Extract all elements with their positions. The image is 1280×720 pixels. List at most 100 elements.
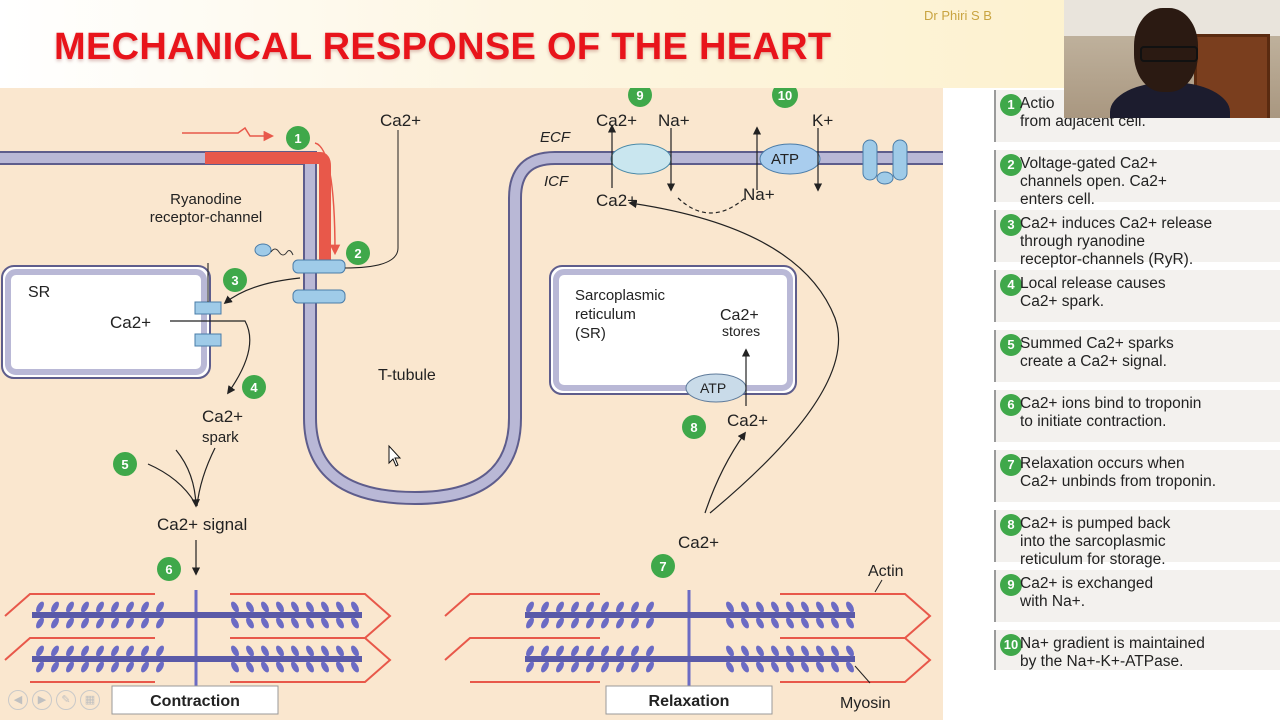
step-text: Local release causes Ca2+ spark. (1020, 275, 1166, 310)
myosin-head (586, 601, 594, 613)
myosin-head (541, 645, 549, 657)
myosin-head (816, 645, 824, 657)
myosin-head (541, 601, 549, 613)
myosin-head (726, 661, 734, 673)
myosin-head (846, 617, 854, 629)
myosin-head (231, 601, 239, 613)
myosin-head (351, 601, 359, 613)
myosin-head (631, 617, 639, 629)
myosin-head (261, 601, 269, 613)
slides-grid-icon[interactable]: ▦ (80, 690, 100, 710)
marker-4: 4 (242, 375, 266, 399)
myosin-head (141, 661, 149, 673)
prev-slide-icon[interactable]: ◀ (8, 690, 28, 710)
pen-tool-icon[interactable]: ✎ (56, 690, 76, 710)
k-top-label: K+ (812, 111, 833, 130)
myosin-head (66, 617, 74, 629)
heart-diagram: Ryanodine receptor-channel SR Ca2+ Ca2+ … (0, 88, 943, 720)
ecf-label: ECF (540, 129, 571, 146)
myosin-head (231, 661, 239, 673)
relaxation-label: Relaxation (649, 693, 730, 710)
action-potential-arrow (182, 126, 275, 142)
sarcoplasmic-label-1: Sarcoplasmic (575, 287, 666, 304)
myosin-head (306, 617, 314, 629)
myosin-head (36, 645, 44, 657)
sr-label: SR (28, 284, 50, 301)
myosin-head (631, 645, 639, 657)
myosin-head (291, 661, 299, 673)
step-number: 7 (1000, 454, 1022, 476)
myosin-head (36, 617, 44, 629)
ryanodine-label-1: Ryanodine (170, 191, 242, 208)
svg-text:1: 1 (294, 131, 301, 146)
myosin-head (276, 661, 284, 673)
myosin-head (526, 661, 534, 673)
myosin-head (51, 601, 59, 613)
myosin-head (81, 617, 89, 629)
marker-2: 2 (346, 241, 370, 265)
step-text: Voltage-gated Ca2+ channels open. Ca2+ e… (1020, 155, 1167, 208)
myosin-head (126, 601, 134, 613)
marker-1: 1 (286, 126, 310, 150)
myosin-head (646, 661, 654, 673)
myosin-head (291, 601, 299, 613)
myosin-head (586, 661, 594, 673)
svg-text:8: 8 (690, 420, 697, 435)
sarcoplasmic-label-2: reticulum (575, 306, 636, 323)
myosin-head (786, 617, 794, 629)
myosin-head (291, 617, 299, 629)
na-in-label: Na+ (743, 185, 775, 204)
step-text: Relaxation occurs when Ca2+ unbinds from… (1020, 455, 1217, 490)
myosin-head (246, 645, 254, 657)
sarcomere-contraction (4, 590, 392, 688)
myosin-head (336, 601, 344, 613)
myosin-head (541, 661, 549, 673)
myosin-head (96, 661, 104, 673)
myosin-head (351, 617, 359, 629)
myosin-head (126, 617, 134, 629)
myosin-head (156, 645, 164, 657)
myosin-head (616, 661, 624, 673)
marker-9: 9 (628, 88, 652, 107)
myosin-head (816, 617, 824, 629)
myosin-head (756, 601, 764, 613)
myosin-head (631, 601, 639, 613)
myosin-head (756, 617, 764, 629)
myosin-head (726, 645, 734, 657)
myosin-head (646, 645, 654, 657)
next-slide-icon[interactable]: ▶ (32, 690, 52, 710)
myosin-head (306, 601, 314, 613)
myosin-head (571, 617, 579, 629)
sarcomere-relaxation (444, 590, 932, 688)
myosin-head (276, 645, 284, 657)
myosin-head (801, 645, 809, 657)
myosin-head (351, 645, 359, 657)
myosin-head (246, 661, 254, 673)
sr-left (1, 265, 211, 379)
ca-spark-label-2: spark (202, 429, 239, 446)
myosin-head (66, 601, 74, 613)
step-number: 6 (1000, 394, 1022, 416)
marker-10: 10 (772, 88, 798, 108)
svg-text:5: 5 (121, 457, 128, 472)
myosin-head (276, 617, 284, 629)
myosin-head (726, 617, 734, 629)
myosin-head (741, 645, 749, 657)
action-potential-membrane (205, 152, 331, 263)
k-channel-left (862, 139, 878, 181)
ca-top-label: Ca2+ (596, 111, 637, 130)
myosin-head (526, 645, 534, 657)
myosin-head (96, 645, 104, 657)
myosin-head (831, 645, 839, 657)
myosin-head (771, 661, 779, 673)
myosin-head (261, 617, 269, 629)
myosin-head (261, 645, 269, 657)
channel-gate-ball (254, 243, 272, 257)
myosin-head (111, 645, 119, 657)
